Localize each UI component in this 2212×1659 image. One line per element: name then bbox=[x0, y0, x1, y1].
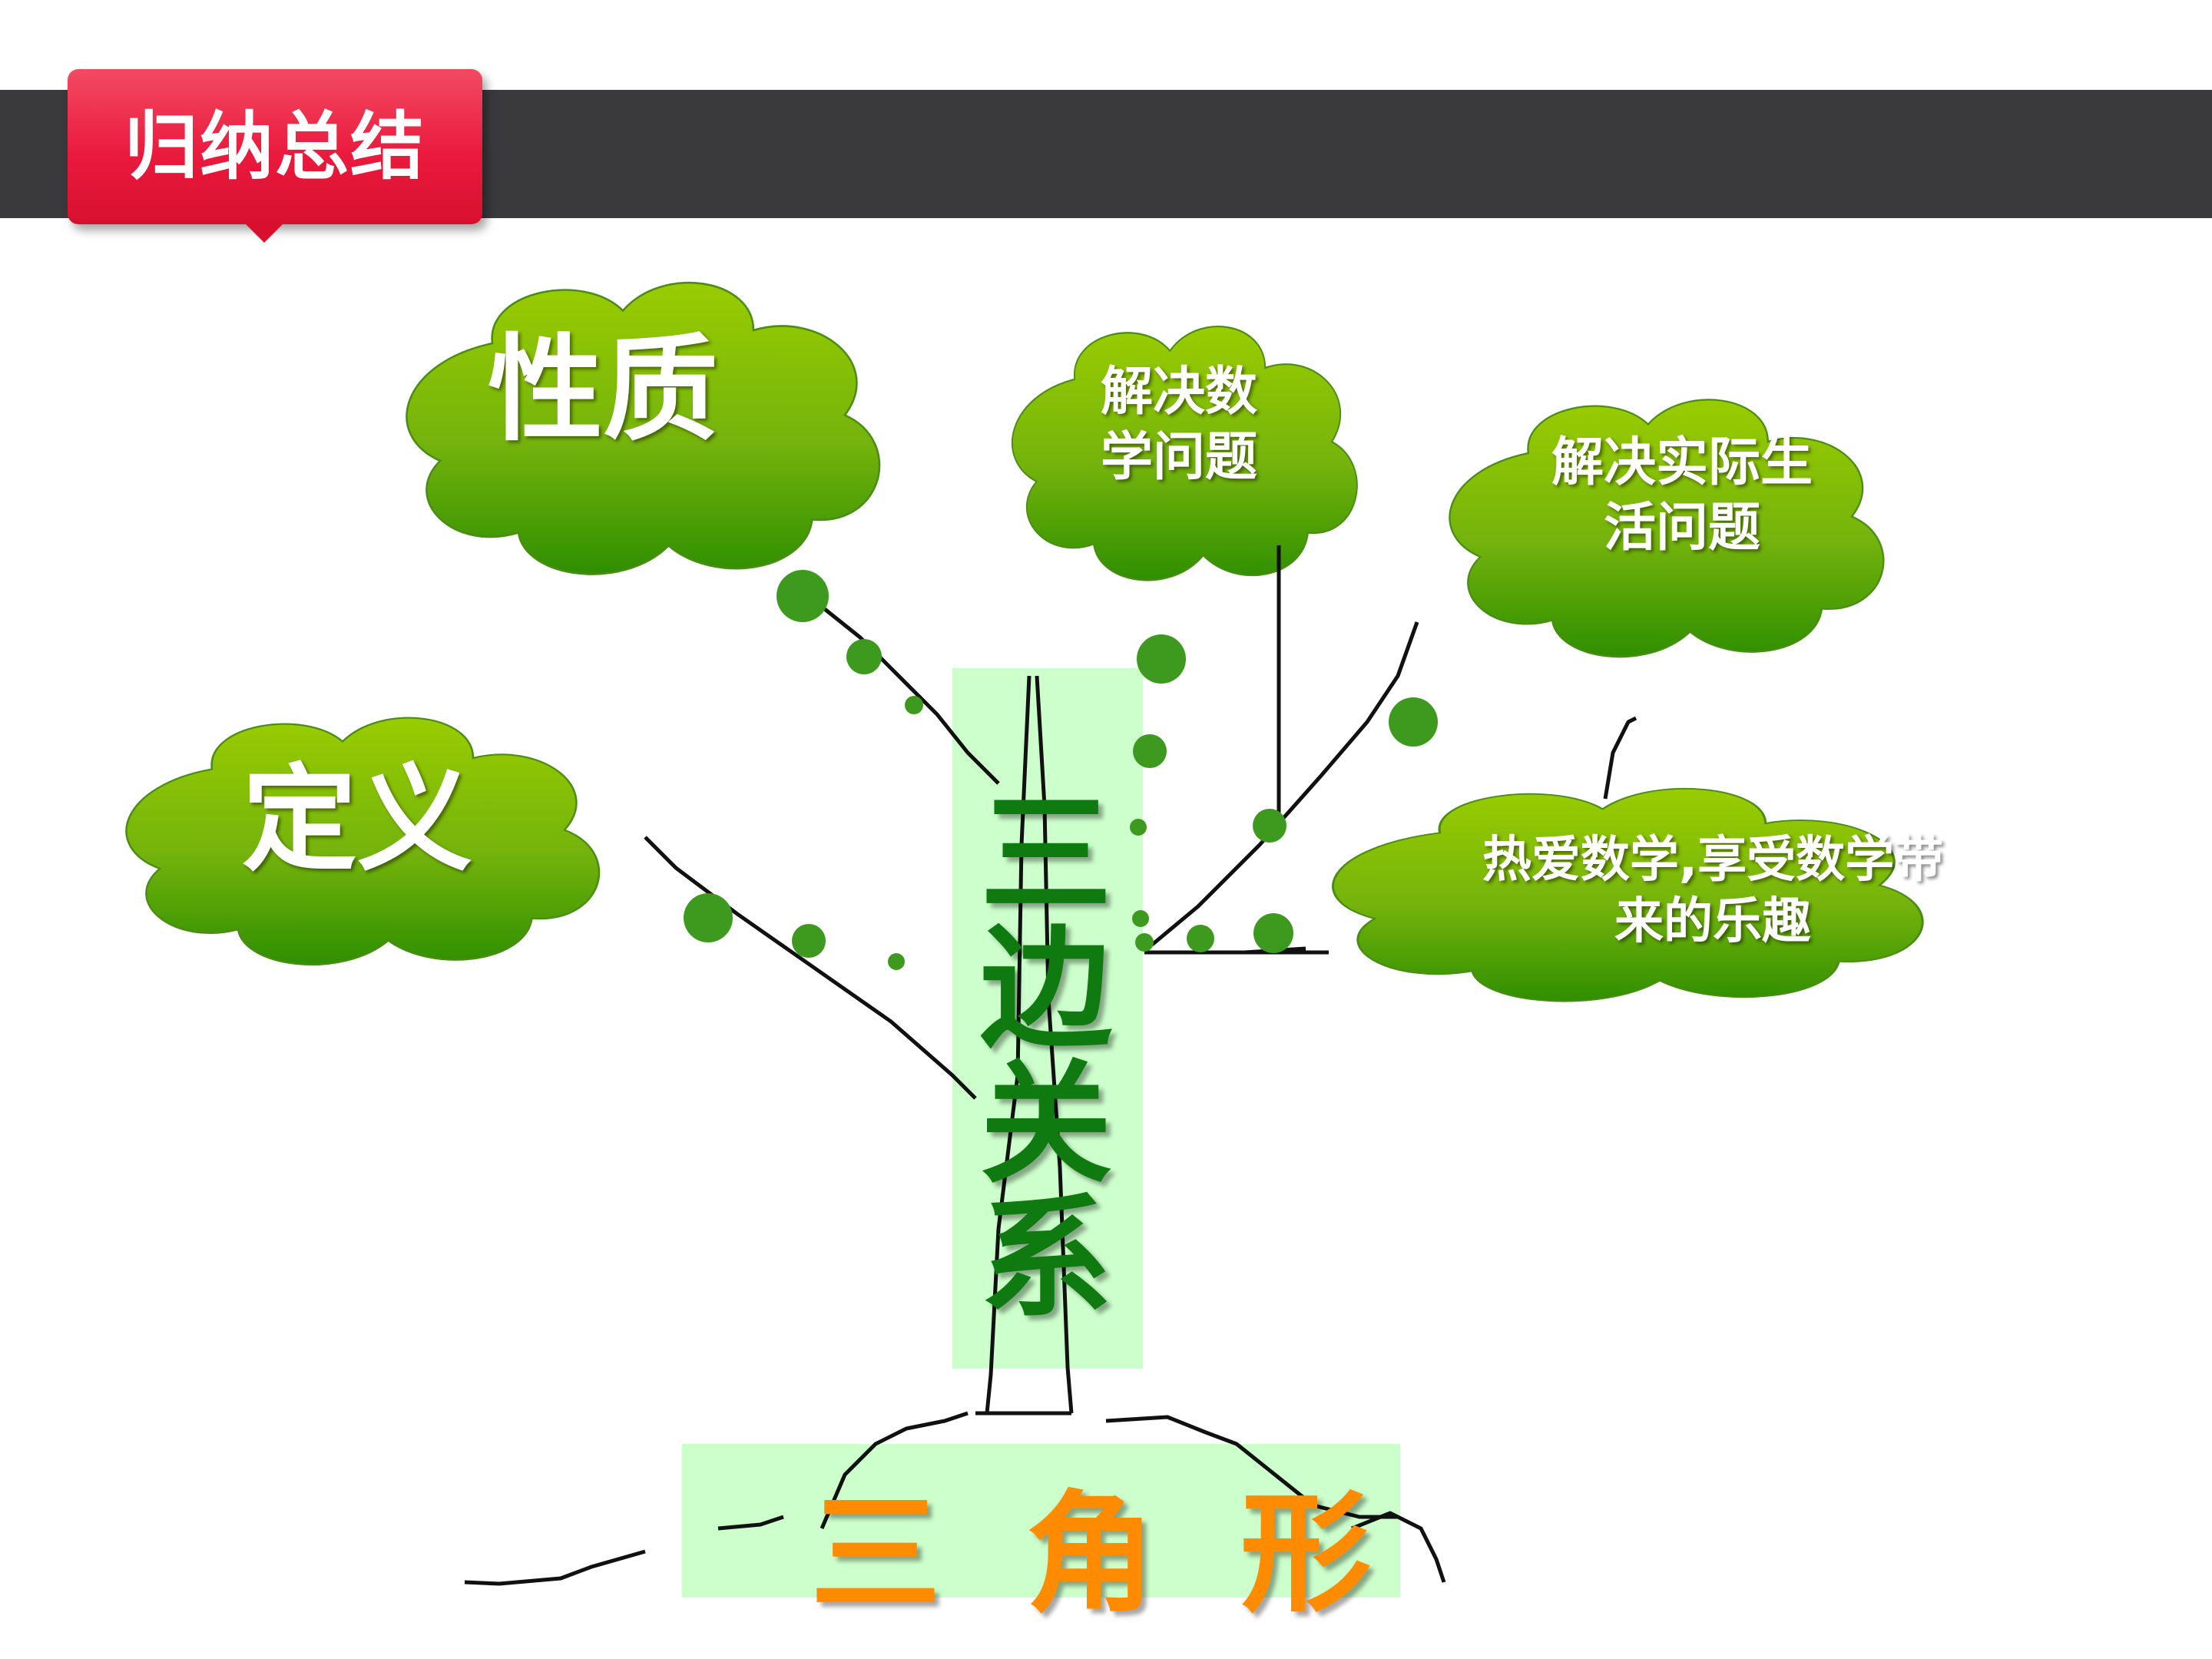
root-right-far bbox=[1351, 1511, 1446, 1583]
leaf-dot bbox=[1389, 697, 1438, 747]
cloud-label-math-problems: 解决数 学问题 bbox=[1056, 359, 1302, 490]
trunk-label: 三 边 关 系 bbox=[969, 787, 1123, 1326]
leaf-dot bbox=[1137, 634, 1186, 684]
leaf-dot bbox=[684, 893, 733, 942]
title-tag-pointer bbox=[244, 223, 284, 243]
cloud-label-properties: 性质 bbox=[487, 323, 718, 457]
trunk-line-right bbox=[1035, 675, 1074, 1414]
trunk-char: 三 bbox=[980, 777, 1112, 932]
root-right-up bbox=[1105, 1415, 1398, 1519]
root-box bbox=[682, 1444, 1400, 1598]
leaf-dots bbox=[684, 570, 1438, 970]
cloud-label-love-math: 热爱数学,享受数学带 来的乐趣 bbox=[1413, 830, 2012, 952]
leaf-dot bbox=[1253, 913, 1293, 953]
leaf-dot bbox=[846, 639, 882, 674]
root-left-far bbox=[464, 1549, 646, 1586]
cloud-label-line: 热爱数学,享受数学带 bbox=[1482, 832, 1944, 889]
branch-left-high bbox=[820, 605, 1000, 785]
cloud-label-line: 来的乐趣 bbox=[1614, 893, 1811, 950]
leaf-dot bbox=[905, 696, 923, 714]
leaf-dot bbox=[888, 953, 905, 970]
trunk-box bbox=[952, 668, 1143, 1369]
trunk-char: 边 bbox=[980, 912, 1112, 1067]
leaf-dot bbox=[1187, 925, 1214, 952]
cloud-label-line: 解决实际生 bbox=[1551, 432, 1813, 493]
branch-left-low bbox=[644, 836, 977, 1100]
leaf-dot bbox=[1133, 734, 1167, 768]
title-tag: 归纳总结 bbox=[68, 69, 482, 243]
trunk-char: 关 bbox=[980, 1046, 1112, 1201]
trunk-line-left bbox=[985, 675, 1031, 1414]
cloud-label-line: 活问题 bbox=[1603, 498, 1760, 558]
cloud-label-definition: 定义 bbox=[241, 753, 472, 887]
trunk-char: 系 bbox=[980, 1181, 1112, 1336]
cloud-label-real-life: 解决实际生 活问题 bbox=[1505, 430, 1859, 561]
leaf-dot bbox=[1132, 910, 1149, 927]
leaf-dot bbox=[777, 570, 829, 622]
leaf-dot bbox=[1130, 819, 1147, 836]
root-left-near bbox=[717, 1515, 784, 1531]
cloud-label-line: 解决数 bbox=[1100, 362, 1257, 422]
branch-right-up bbox=[1151, 621, 1419, 946]
tree-branches bbox=[464, 545, 1637, 1586]
cloud-label-line: 学问题 bbox=[1100, 427, 1257, 488]
leaf-dot bbox=[1253, 809, 1286, 843]
leaf-dot bbox=[792, 924, 826, 958]
leaf-dot bbox=[1135, 933, 1154, 952]
root-label: 三角形 bbox=[810, 1479, 1456, 1631]
page-title: 归纳总结 bbox=[124, 104, 426, 190]
branch-right-twig bbox=[1603, 716, 1637, 800]
root-left-up bbox=[820, 1411, 969, 1529]
